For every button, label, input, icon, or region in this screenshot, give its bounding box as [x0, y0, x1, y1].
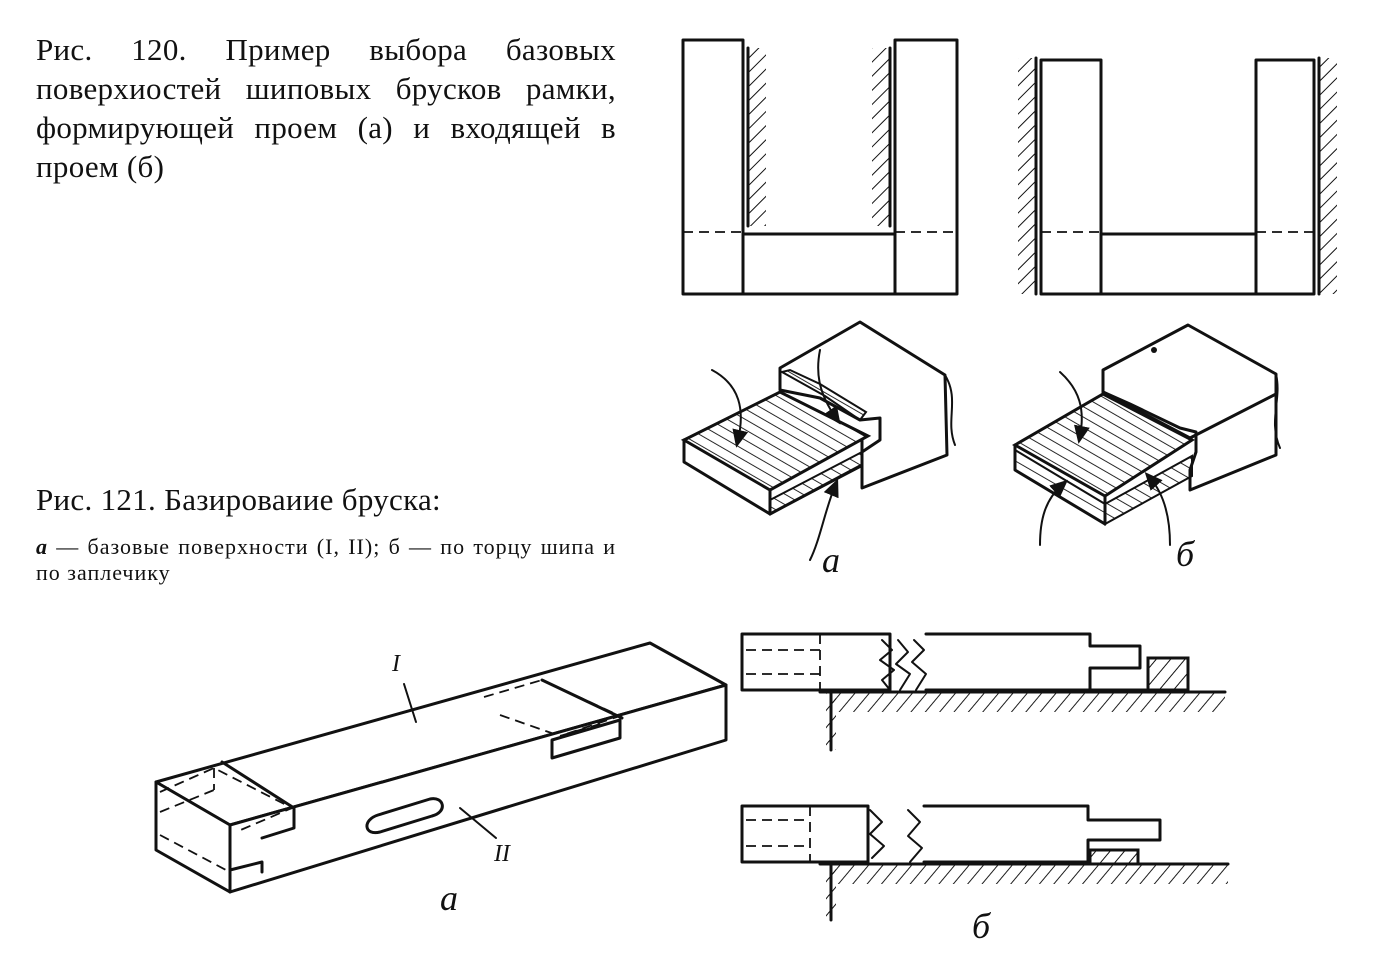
tenon-isometric-b: [1011, 323, 1281, 546]
bar-section-b: [740, 804, 1230, 922]
bar-isometric: [154, 641, 728, 894]
figure-121-desc-a: а: [36, 534, 48, 559]
bar-section-a: [740, 632, 1227, 752]
figure-120-caption: Рис. 120. Пример выбора базовых поверхио…: [36, 30, 616, 186]
figure-121-top-label-b: б: [1176, 534, 1195, 574]
figure-121-title: Рис. 121. Базироваиие бруска:: [36, 482, 441, 517]
frame-opening-drawing: [681, 38, 959, 296]
figure-121-desc-text: — базовые поверхности (I, II); б — по то…: [36, 534, 616, 585]
frame-entering-drawing: [1018, 56, 1337, 296]
figure-120-caption-text: Пример выбора базовых поверхиостей шипов…: [36, 32, 616, 184]
tenon-isometric-a: [680, 320, 956, 561]
base-surface-1-label: I: [392, 651, 400, 677]
figure-121-top-label-a: а: [822, 540, 840, 580]
figure-120-caption-prefix: Рис. 120.: [36, 32, 187, 67]
figure-121-bottom-label-b: б: [972, 906, 991, 946]
figure-121-bottom-label-a: а: [440, 878, 458, 918]
figure-121-description: а — базовые поверхности (I, II); б — по …: [36, 534, 616, 586]
base-surface-2-label: II: [494, 841, 510, 867]
